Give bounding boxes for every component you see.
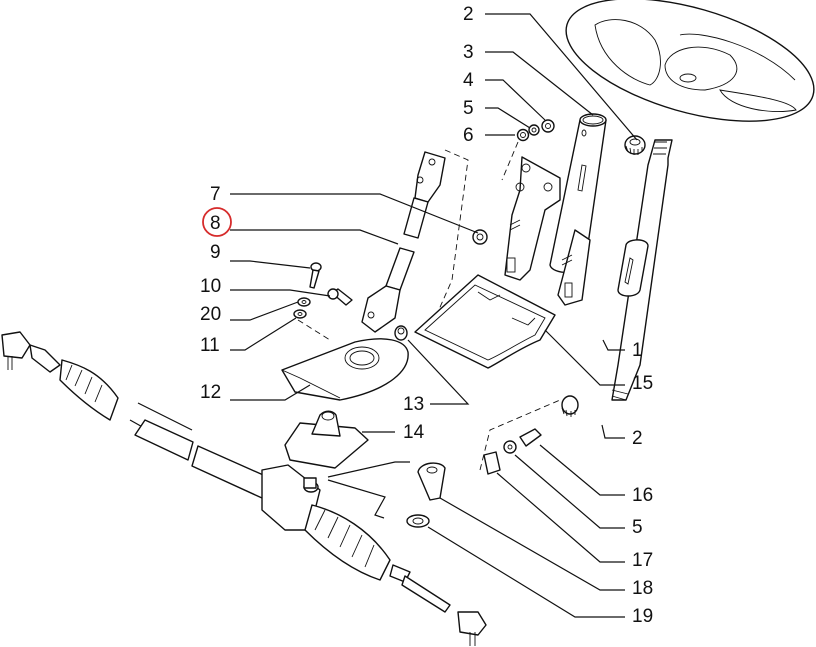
callout-label[interactable]: 19 [632, 606, 653, 627]
steering-shaft [561, 139, 673, 417]
pointer-line [327, 479, 386, 519]
callout-label[interactable]: 5 [463, 98, 474, 119]
callout-label[interactable]: 18 [632, 578, 653, 599]
callout-label[interactable]: 1 [632, 340, 643, 361]
bushing-13 [394, 325, 408, 341]
callout-label[interactable]: 9 [210, 242, 221, 263]
pointer-line [327, 461, 410, 478]
callout-label[interactable]: 11 [200, 335, 220, 356]
plate-12 [281, 338, 409, 401]
fasteners-16-5-17-18-19 [406, 399, 561, 528]
callout-label[interactable]: 14 [403, 422, 425, 443]
callout-label[interactable]: 13 [403, 394, 424, 415]
nut-7 [472, 229, 488, 245]
callout-label[interactable]: 4 [463, 70, 474, 91]
nuts-4-5-6 [501, 119, 555, 181]
cover-15 [414, 274, 556, 369]
callout-label[interactable]: 3 [463, 42, 474, 63]
callout-labels: 2 3 4 5 6 7 8 9 10 20 11 12 13 14 1 15 2… [200, 4, 653, 627]
callout-label-highlighted[interactable]: 8 [210, 213, 221, 234]
gear-top [624, 135, 646, 155]
callout-label[interactable]: 2 [632, 428, 643, 449]
callout-label[interactable]: 6 [463, 125, 474, 146]
intermediate-shaft [361, 149, 469, 333]
leader-lines [230, 13, 638, 618]
fasteners-9-10-20-11 [293, 262, 353, 341]
callout-label[interactable]: 7 [210, 184, 221, 205]
callout-label[interactable]: 17 [632, 550, 653, 571]
steering-rack [1, 331, 487, 646]
column-bracket [504, 156, 591, 306]
callout-label[interactable]: 2 [463, 4, 474, 25]
callout-label[interactable]: 20 [200, 304, 221, 325]
callout-label[interactable]: 10 [200, 276, 221, 297]
callout-label[interactable]: 5 [632, 517, 643, 538]
highlight-circle [202, 207, 232, 237]
callout-label[interactable]: 12 [200, 382, 221, 403]
callout-label[interactable]: 16 [632, 485, 653, 506]
steering-wheel [565, 0, 815, 122]
boot-14 [284, 410, 369, 469]
callout-label[interactable]: 15 [632, 373, 653, 394]
